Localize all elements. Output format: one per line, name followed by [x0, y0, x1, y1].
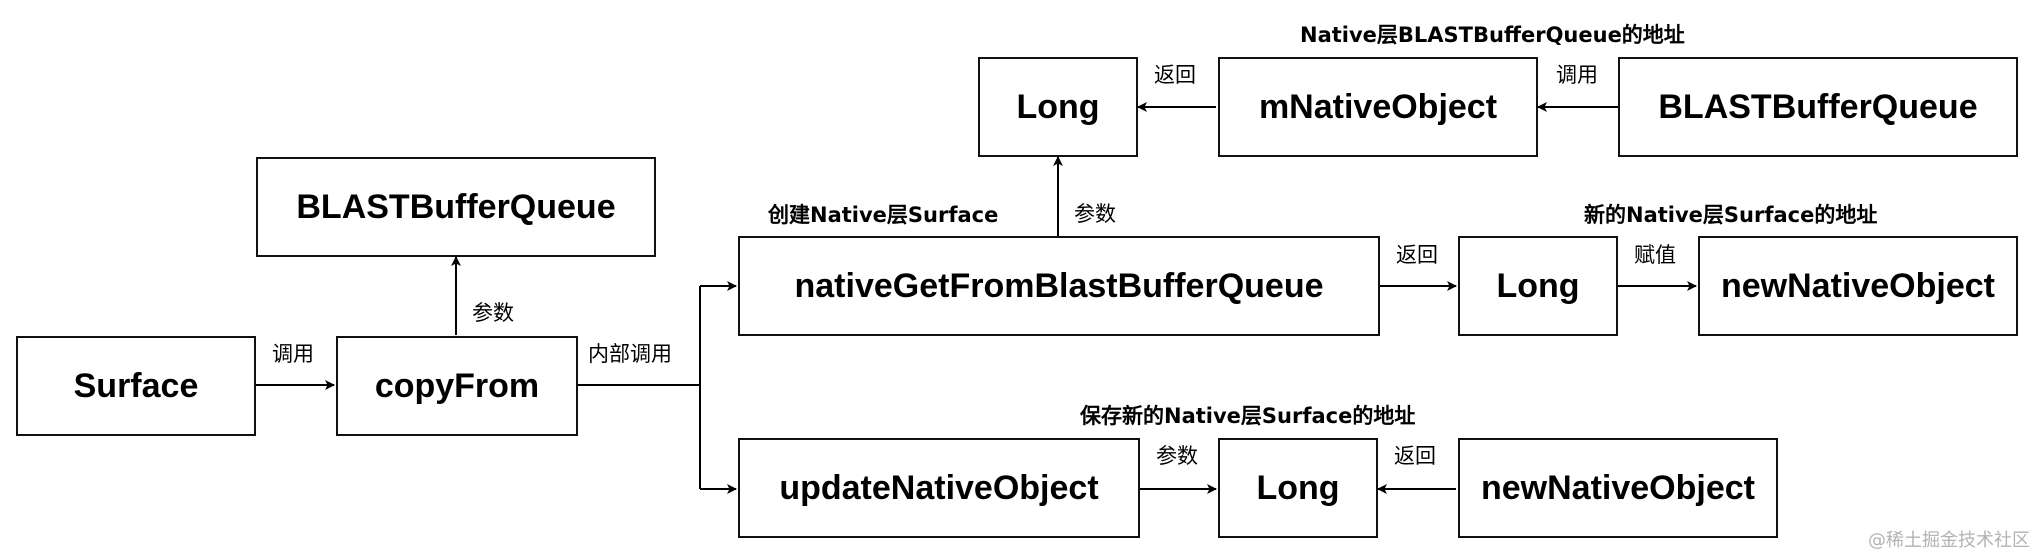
edge-label-mnative-longtop: 返回 — [1154, 63, 1196, 87]
node-mnativeobject: mNativeObject — [1218, 57, 1538, 157]
annotation-native-blast-address: Native层BLASTBufferQueue的地址 — [1300, 23, 1685, 47]
node-newnativeobject-mid: newNativeObject — [1698, 236, 2018, 336]
node-updatenativeobject: updateNativeObject — [738, 438, 1140, 538]
node-long-top: Long — [978, 57, 1138, 157]
node-copyfrom: copyFrom — [336, 336, 578, 436]
edge-label-longmid-newnative: 赋值 — [1634, 243, 1676, 267]
annotation-create-native-surface: 创建Native层Surface — [768, 203, 999, 227]
edge-label-nativeget-longtop: 参数 — [1074, 202, 1116, 226]
node-long-bottom: Long — [1218, 438, 1378, 538]
node-blastbufferqueue-top: BLASTBufferQueue — [1618, 57, 2018, 157]
edge-label-newnative-longbottom: 返回 — [1394, 444, 1436, 468]
node-long-mid: Long — [1458, 236, 1618, 336]
node-surface: Surface — [16, 336, 256, 436]
annotation-new-native-surface-address: 新的Native层Surface的地址 — [1584, 203, 1878, 227]
watermark: @稀土掘金技术社区 — [1868, 530, 2030, 551]
node-nativegetfromblastbufferqueue: nativeGetFromBlastBufferQueue — [738, 236, 1380, 336]
edge-label-surface-copyfrom: 调用 — [272, 342, 314, 366]
annotation-save-new-native-surface-address: 保存新的Native层Surface的地址 — [1080, 404, 1416, 428]
node-blastbufferqueue-left: BLASTBufferQueue — [256, 157, 656, 257]
edge-label-copyfrom-internal: 内部调用 — [588, 342, 672, 366]
edge-label-copyfrom-blast: 参数 — [472, 301, 514, 325]
edge-label-nativeget-longmid: 返回 — [1396, 243, 1438, 267]
edge-label-update-longbottom: 参数 — [1156, 444, 1198, 468]
edge-label-blasttop-mnative: 调用 — [1556, 63, 1598, 87]
node-newnativeobject-bottom: newNativeObject — [1458, 438, 1778, 538]
